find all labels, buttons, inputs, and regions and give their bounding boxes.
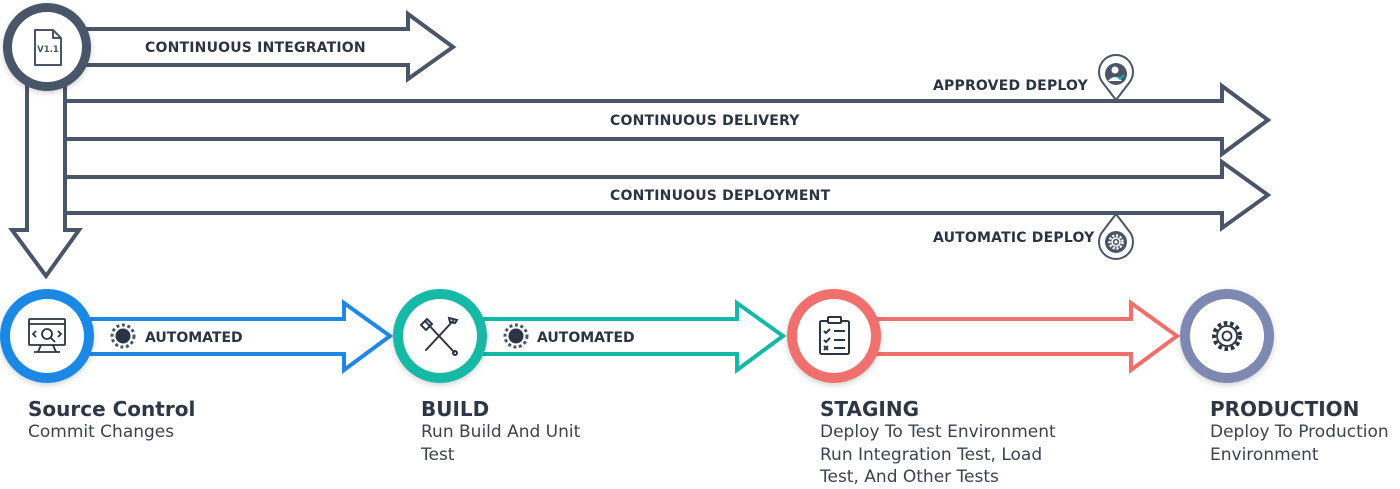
ci-label: CONTINUOUS INTEGRATION xyxy=(145,40,366,56)
staging-to-production-arrow xyxy=(870,299,1181,374)
stage-title: STAGING xyxy=(820,397,919,421)
stage-description: Deploy To Test Environment Run Integrati… xyxy=(820,422,1056,487)
stage-description: Deploy To Production Environment xyxy=(1210,422,1389,465)
ci-arrow xyxy=(58,10,457,83)
delivery-label: CONTINUOUS DELIVERY xyxy=(610,113,800,129)
stage-description: Commit Changes xyxy=(28,422,175,442)
stage-title: PRODUCTION xyxy=(1210,397,1360,421)
version-badge: V1.1 xyxy=(37,45,59,55)
build-to-staging-arrow xyxy=(476,299,787,374)
delivery-arrow xyxy=(63,82,1272,158)
stage-node-staging xyxy=(787,289,881,383)
version-node: V1.1 xyxy=(3,3,91,91)
stage-node-production xyxy=(1180,289,1274,383)
tools-icon xyxy=(419,316,459,356)
down-arrow xyxy=(8,58,83,280)
automatic-deploy-pin xyxy=(1098,212,1134,260)
stage-title: BUILD xyxy=(421,397,490,421)
approved-deploy-pin xyxy=(1098,54,1134,102)
source-to-build-arrow xyxy=(83,299,394,374)
document-icon xyxy=(34,29,62,66)
stage-text-staging: STAGING Deploy To Test Environment Run I… xyxy=(820,397,1100,489)
gear-icon xyxy=(1108,234,1124,250)
user-check-icon xyxy=(1108,66,1125,81)
stage-node-build xyxy=(393,289,487,383)
stage-title: Source Control xyxy=(28,397,196,421)
stage-text-source-control: Source Control Commit Changes xyxy=(28,397,288,444)
clipboard-checklist-icon xyxy=(819,316,850,355)
automated-gear-icon xyxy=(110,323,136,349)
stage-text-build: BUILD Run Build And Unit Test xyxy=(421,397,681,466)
gear-icon xyxy=(1212,321,1242,351)
stage-text-production: PRODUCTION Deploy To Production Environm… xyxy=(1210,397,1400,466)
deployment-arrow xyxy=(63,158,1272,232)
stage-description: Run Build And Unit Test xyxy=(421,422,581,465)
approved-deploy-label: APPROVED DEPLOY xyxy=(933,78,1089,94)
stage-node-source-control xyxy=(0,289,94,383)
deployment-label: CONTINUOUS DEPLOYMENT xyxy=(610,188,831,204)
automatic-deploy-label: AUTOMATIC DEPLOY xyxy=(933,230,1095,246)
automated-label-2: AUTOMATED xyxy=(537,330,635,346)
automated-label-1: AUTOMATED xyxy=(145,330,243,346)
automated-gear-icon xyxy=(503,323,529,349)
monitor-code-icon xyxy=(28,318,66,353)
